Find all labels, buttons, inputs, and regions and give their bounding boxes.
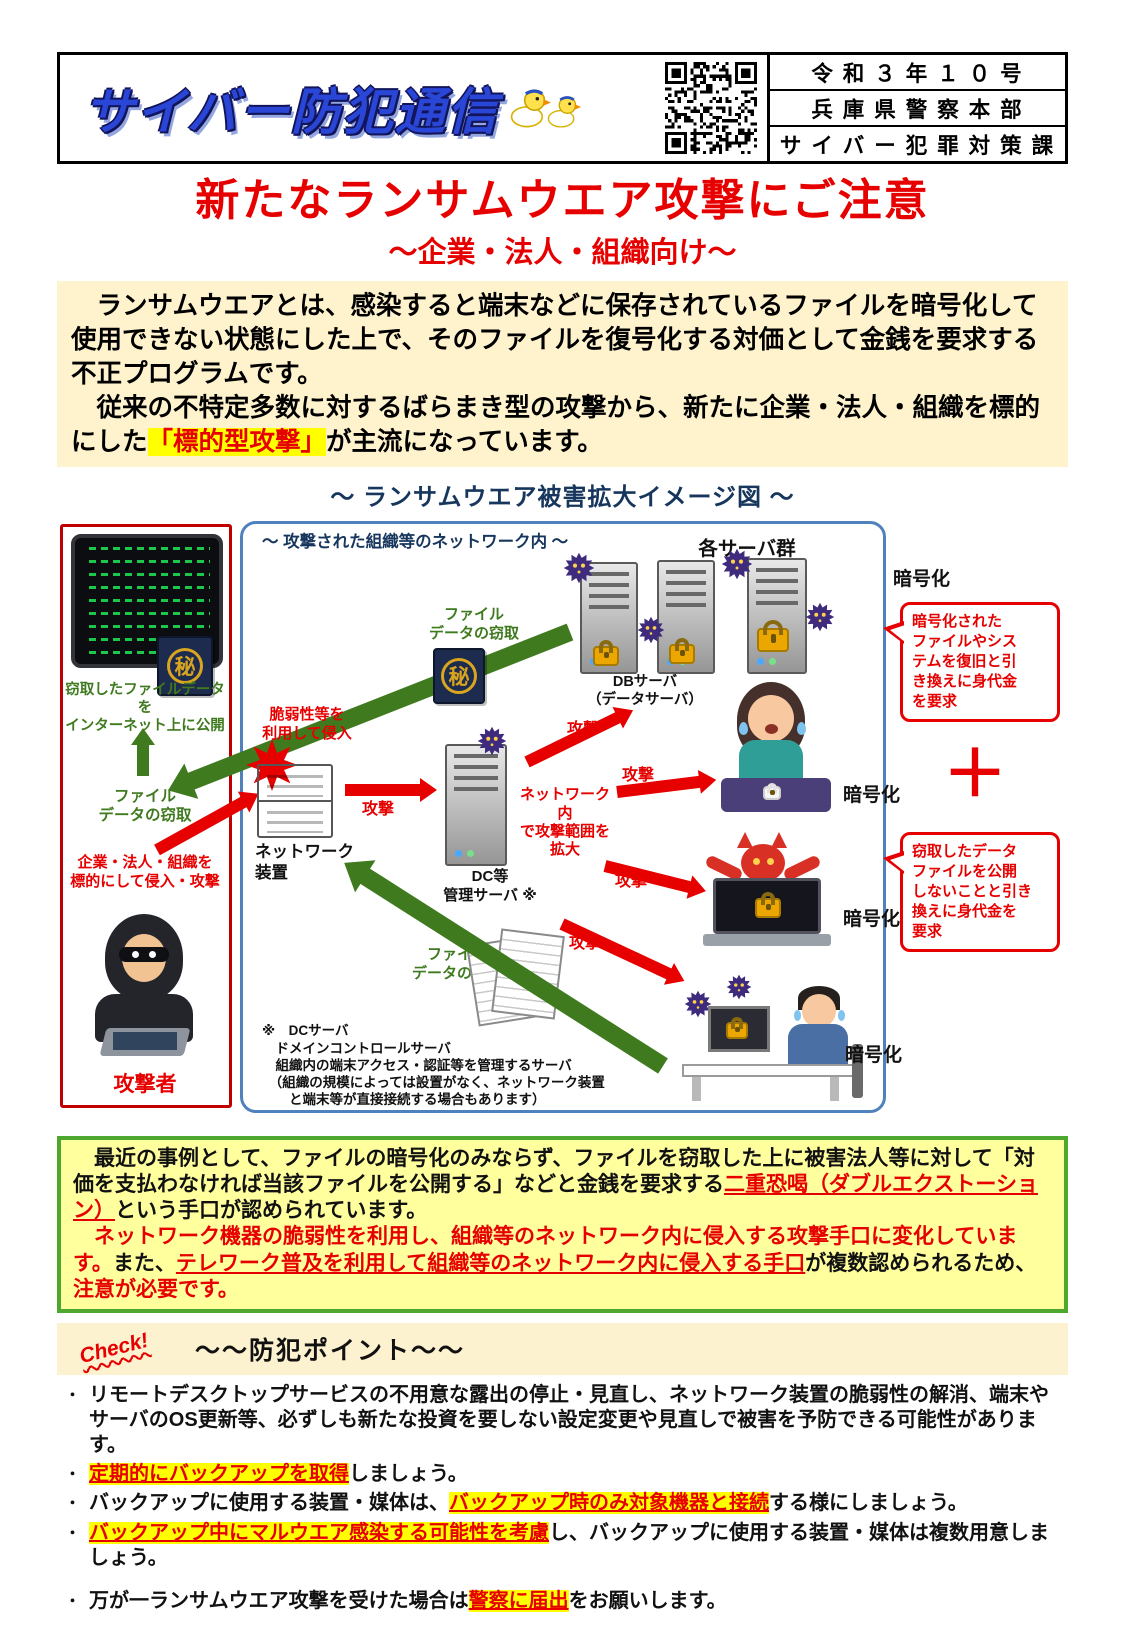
dc-footnote: ※ DCサーバ ドメインコントロールサーバ 組織内の端末アクセス・認証等を管理す… [262,1023,605,1108]
server-group-label: 各サーバ群 [698,538,796,561]
victim-man-illustration [682,975,872,1102]
padlock-icon [757,619,789,653]
virus-icon [563,552,595,584]
file-theft-label: ファイル データの窃取 [428,606,519,642]
prevention-point: ・定期的にバックアップを取得しましょう。 [65,1462,1062,1487]
padlock-icon [593,639,619,667]
main-title: 新たなランサムウエア攻撃にご注意 [195,176,930,225]
dc-server-icon [445,744,507,867]
double-extortion-box: 最近の事例として、ファイルの暗号化のみならず、ファイルを窃取した上に被害法人等に… [57,1136,1068,1313]
duck-mascot-icon [547,96,581,128]
intro-text: が主流になっています。 [326,428,603,457]
duck-mascots [505,87,581,129]
vulnerability-label: 脆弱性等を 利用して侵入 [262,706,352,742]
target-label: 企業・法人・組織を 標的にして侵入・攻撃 [70,854,220,890]
server-icon [657,560,715,675]
org-division: サ イ バ ー 犯 罪 対 策 課 [770,125,1065,161]
plus-sign: ＋ [943,738,1007,811]
db-server-label: DBサーバ （データサーバ） [587,674,703,709]
subtitle: ～企業・法人・組織向け～ [388,236,737,269]
confidential-file-icon: 秘 [433,648,485,705]
virus-icon [684,990,712,1018]
attack-label: 攻撃 [622,767,655,785]
telework-term: テレワーク普及を利用して組織等のネットワーク内に侵入する手口 [175,1251,806,1275]
encrypted-label: 暗号化 [843,909,901,931]
intro-paragraph-2: 従来の不特定多数に対するばらまき型の攻撃から、新たに企業・法人・組織を標的にした… [71,391,1054,459]
padlock-icon [669,637,695,665]
padlock-icon [755,891,781,919]
dc-server-label: DC等 管理サーバ ※ [443,868,537,904]
network-device-label: ネットワーク 装置 [255,843,354,882]
attack-label: 攻撃 [615,873,648,891]
attack-label: 攻撃 [567,721,600,739]
publish-label: 窃取したファイルデータを インターネット上に公開 [65,682,225,734]
encrypted-label: 暗号化 [843,785,901,807]
virus-icon [805,602,835,632]
targeted-attack-highlight: 「標的型攻撃」 [147,428,327,457]
confidential-seal: 秘 [167,648,203,685]
qr-code [665,62,757,154]
prevention-points-list: ・リモートデスクトップサービスの不用意な露出の停止・見直し、ネットワーク装置の脆… [57,1375,1068,1615]
attack-label: 攻撃 [362,801,395,819]
ransom-bubble-leak: 窃取したデータ ファイルを公開 しないことと引き 換えに身代金を 要求 [883,832,1060,953]
virus-icon [477,726,507,756]
issuer-block: 令 和 ３ 年 １ ０ 号 兵 庫 県 警 察 本 部 サ イ バ ー 犯 罪 … [767,55,1065,161]
intro-text: ランサムウエアとは、感染すると端末などに保存されているファイルを暗号化して使用で… [71,291,1039,388]
bullet-marker: ・ [65,1495,81,1513]
bullet-marker: ・ [65,1386,81,1404]
duck-mascot-icon [510,89,551,128]
ransom-bubble-encrypt: 暗号化された ファイルやシス テムを復旧と引 き換えに身代金 を要求 [883,602,1060,723]
expand-label: ネットワーク内 で攻撃範囲を 拡大 [519,786,610,859]
padlock-icon [763,782,781,801]
devil-laptop-illustration [697,832,837,950]
prevention-point: ・万が一ランサムウエア攻撃を受けた場合は警察に届出をお願いします。 [65,1589,1062,1614]
logo-area: サイバー防犯通信 [60,55,661,161]
victim-woman-illustration [717,682,835,817]
attacker-label: 攻撃者 [113,1073,177,1097]
attack-label: 攻撃 [569,935,602,953]
padlock-icon [726,1017,748,1040]
notice-paragraph-2: ネットワーク機器の脆弱性を利用し、組織等のネットワーク内に侵入する攻撃手口に変化… [73,1225,1037,1301]
network-device-icon [257,764,333,839]
prevention-points-header: Check! ～～防犯ポイント～～ [57,1322,1068,1375]
prevention-point: ・バックアップ中にマルウエア感染する可能性を考慮し、バックアップに使用する装置・… [65,1521,1062,1571]
bullet-marker: ・ [65,1524,81,1542]
virus-icon [721,548,753,580]
server-icon [747,558,807,675]
newsletter-logo: サイバー防犯通信 [84,84,499,140]
encrypted-label: 暗号化 [893,569,951,591]
header: サイバー防犯通信 令 和 ３ 年 １ ０ 号 兵 庫 県 警 察 本 部 サ イ… [57,52,1068,164]
prevention-point: ・バックアップに使用する装置・媒体は、バックアップ時のみ対象機器と接続する様にし… [65,1491,1062,1516]
bullet-marker: ・ [65,1466,81,1484]
virus-icon [637,616,665,644]
prevention-points-title: ～～防犯ポイント～～ [195,1336,466,1365]
network-box-title: ～ 攻撃された組織等のネットワーク内 ～ [262,533,569,552]
attacker-illustration [89,914,199,1064]
intro-paragraph-1: ランサムウエアとは、感染すると端末などに保存されているファイルを暗号化して使用で… [71,289,1054,391]
ransomware-diagram: 秘 窃取したファイルデータを インターネット上に公開 ファイル データの窃取 企… [57,516,1068,1128]
diagram-title: ～ ランサムウエア被害拡大イメージ図 ～ [330,484,795,512]
double-extortion-term: 二重恐喝（ダブルエクストーション） [73,1173,1038,1223]
check-stamp: Check! [77,1328,151,1368]
confidential-file-icon: 秘 [157,636,213,697]
issue-number: 令 和 ３ 年 １ ０ 号 [811,61,1024,86]
bullet-marker: ・ [65,1592,81,1610]
org-name: 兵 庫 県 警 察 本 部 [770,89,1065,125]
notice-paragraph-1: 最近の事例として、ファイルの暗号化のみならず、ファイルを窃取した上に被害法人等に… [73,1147,1038,1223]
virus-icon [726,974,752,1000]
prevention-point: ・リモートデスクトップサービスの不用意な露出の停止・見直し、ネットワーク装置の脆… [65,1383,1062,1459]
encrypted-label: 暗号化 [845,1045,903,1067]
intro-box: ランサムウエアとは、感染すると端末などに保存されているファイルを暗号化して使用で… [57,280,1068,468]
intro-text: 従来の不特定多数に対するばらまき型の攻撃から、新たに企業・法人・組織を標的にした [71,394,1041,457]
file-theft-label: ファイル データの窃取 [98,788,192,825]
